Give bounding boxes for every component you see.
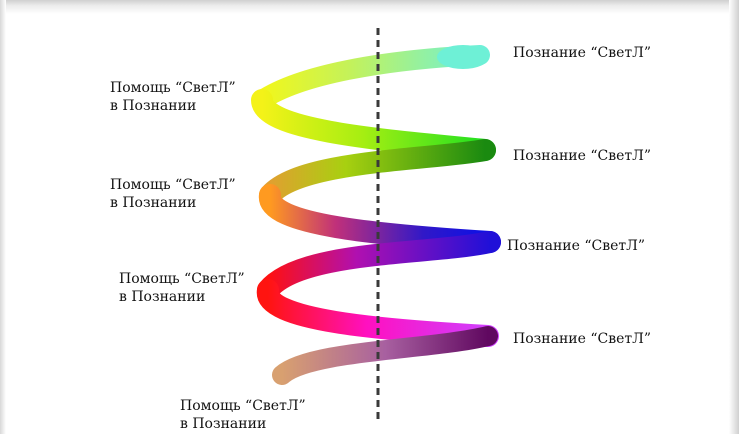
right-label-1: Познание “СветЛ”: [513, 44, 651, 62]
left-label-4: Помощь “СветЛ” в Познании: [180, 397, 306, 433]
left-label-1-line1: Помощь “СветЛ”: [110, 80, 236, 96]
left-label-3-line1: Помощь “СветЛ”: [119, 271, 245, 287]
right-label-2: Познание “СветЛ”: [513, 147, 651, 165]
right-label-3-text: Познание “СветЛ”: [507, 238, 645, 254]
helix-turn-2-front: [259, 139, 496, 206]
right-edge-shadow: [729, 0, 739, 434]
helix-turn-3-front: [257, 231, 501, 301]
helix-turn-1-back: [251, 89, 496, 161]
left-label-3: Помощь “СветЛ” в Познании: [119, 270, 245, 306]
helix-turn-4-front: [272, 326, 498, 385]
left-label-3-line2: в Познании: [119, 289, 206, 305]
left-label-4-line1: Помощь “СветЛ”: [180, 398, 306, 414]
left-label-1-line2: в Познании: [110, 98, 197, 114]
right-label-1-text: Познание “СветЛ”: [513, 45, 651, 61]
left-label-2-line2: в Познании: [110, 195, 197, 211]
right-label-4: Познание “СветЛ”: [513, 330, 651, 348]
top-edge-shadow: [0, 0, 739, 14]
left-label-4-line2: в Познании: [180, 416, 267, 432]
right-label-2-text: Познание “СветЛ”: [513, 148, 651, 164]
left-label-1: Помощь “СветЛ” в Познании: [110, 79, 236, 115]
left-label-2: Помощь “СветЛ” в Познании: [110, 176, 236, 212]
left-edge-shadow: [0, 0, 6, 434]
helix-turn-2-back: [259, 184, 501, 253]
right-label-4-text: Познание “СветЛ”: [513, 331, 651, 347]
right-label-3: Познание “СветЛ”: [507, 237, 645, 255]
helix-top-end: [437, 45, 489, 69]
left-label-2-line1: Помощь “СветЛ”: [110, 177, 236, 193]
